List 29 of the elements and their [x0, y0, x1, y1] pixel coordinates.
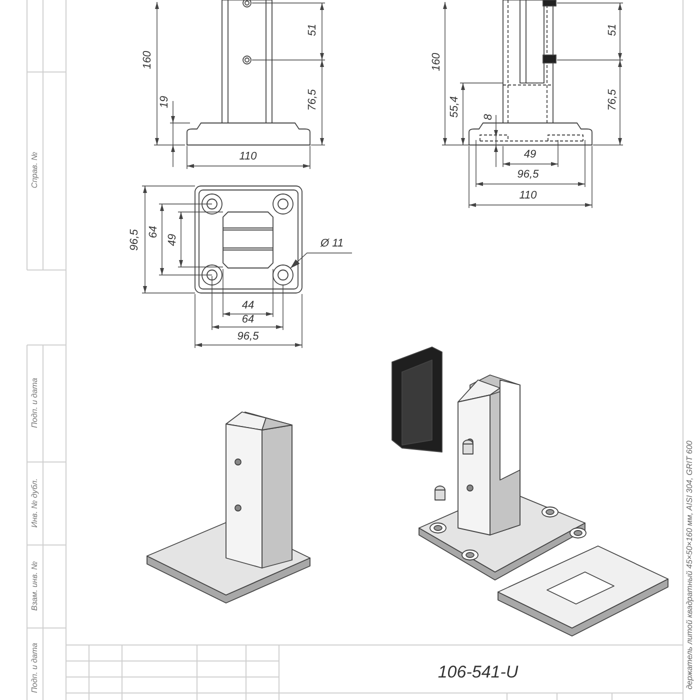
dimension-value: 76,5	[308, 89, 318, 111]
dimension-value: 160	[142, 50, 154, 70]
dimension-value: 19	[160, 96, 170, 108]
stamp-field-label: Подп. и дата	[31, 378, 39, 428]
part-description: держатель литой квадратный 45×50×160 мм, AISI 304, GRIT 600	[686, 440, 694, 690]
dimension-value: 44	[242, 300, 254, 312]
dimension-value: 64	[242, 314, 254, 326]
dimension-value: 49	[168, 234, 178, 246]
dimension-value: 76,5	[608, 89, 618, 111]
dimension-value: 96,5	[517, 170, 539, 180]
leader-line	[290, 252, 352, 269]
mounting-hole	[272, 264, 294, 286]
dimension-value: 96,5	[130, 229, 140, 251]
dimension-value: 110	[519, 190, 537, 202]
dimension-value: 96,5	[237, 332, 259, 342]
dimension-value: 55,4	[450, 96, 460, 118]
stamp-field-label: Инв. № дубл.	[31, 478, 39, 528]
dimension-value: 64	[148, 226, 160, 238]
drawing-number: 106-541-U	[438, 664, 518, 680]
stamp-field-label: Справ. №	[31, 152, 39, 188]
dimension-value: 51	[608, 24, 618, 36]
dimension-value: 49	[524, 150, 536, 160]
dimension-value: 51	[308, 24, 318, 36]
dimension-value: 160	[432, 52, 442, 72]
dimension-value: Ø 11	[320, 238, 344, 250]
stamp-field-label: Взам. инв. №	[31, 561, 39, 611]
dimension-value: 8	[484, 114, 494, 120]
dimension-value: 110	[239, 152, 257, 162]
stamp-field-label: Подп. и дата	[31, 642, 39, 694]
